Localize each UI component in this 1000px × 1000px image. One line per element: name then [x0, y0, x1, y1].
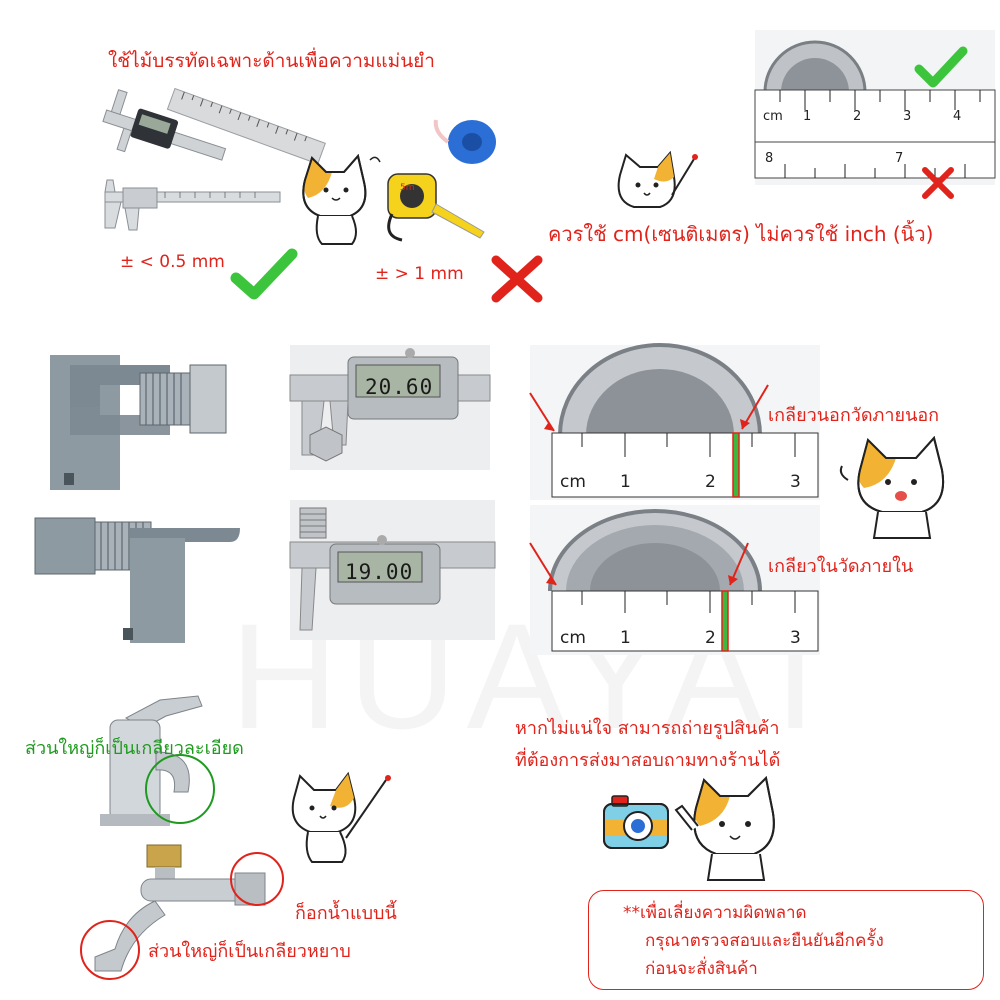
caliper-inner-reading: 19.00 [345, 560, 414, 584]
check-icon [230, 248, 298, 300]
inner-ruler-cm-label: cm [560, 628, 586, 648]
cat-mascot-icon [302, 153, 381, 245]
faucet-icon [94, 844, 266, 972]
coarse-thread-highlight-inlet [230, 852, 284, 906]
tape-measure-icon: 5m [387, 173, 485, 242]
caliper-outer-photo [289, 345, 491, 470]
outer-ring-ruler-photo: cm 1 2 3 [529, 343, 820, 500]
inner-thread-label: เกลียวในวัดภายใน [768, 556, 914, 577]
inner-thread-diagram [34, 517, 240, 643]
photo-help-line1: หากไม่แน่ใจ สามารถถ่ายรูปสินค้า [515, 718, 780, 739]
precision-heading: ใช้ไม้บรรทัดเฉพาะด้านเพื่อความแม่นยำ [108, 50, 435, 72]
outer-thread-label: เกลียวนอกวัดภายนอก [768, 405, 940, 426]
unit-ruler-tick-2: 2 [853, 109, 861, 124]
faucet-type-label: ก็อกน้ำแบบนี้ [295, 903, 397, 924]
check-icon [914, 46, 968, 88]
vernier-caliper-icon [104, 179, 281, 231]
digital-caliper-icon [102, 89, 227, 161]
caliper-outer-reading: 20.60 [365, 375, 434, 399]
fine-thread-highlight [145, 754, 215, 824]
soft-tape-icon [433, 119, 496, 164]
inch-ruler-tick: 7 [895, 151, 903, 166]
cross-icon [922, 167, 954, 199]
inch-ruler-label: 8 [765, 151, 773, 166]
inner-ruler-tick-2: 2 [705, 628, 716, 648]
tolerance-bad-text: ± > 1 mm [375, 264, 464, 284]
outer-thread-diagram [50, 355, 227, 490]
unit-ruler-tick-1: 1 [803, 109, 811, 124]
caliper-inner-photo [289, 500, 496, 640]
notice-box: **เพื่อเลี่ยงความผิดพลาด กรุณาตรวจสอบและ… [588, 890, 984, 990]
outer-ruler-tick-1: 1 [620, 472, 631, 492]
cat-mascot-icon [617, 150, 698, 208]
inner-ruler-tick-3: 3 [790, 628, 801, 648]
unit-ruler-tick-4: 4 [953, 109, 961, 124]
cat-mascot-icon [839, 435, 944, 539]
unit-ruler-cm-label: cm [763, 109, 783, 124]
outer-ruler-cm-label: cm [560, 472, 586, 492]
steel-ruler-icon [166, 87, 326, 165]
coarse-thread-highlight-spout [80, 920, 140, 980]
photo-help-line2: ที่ต้องการส่งมาสอบถามทางร้านได้ [515, 750, 781, 771]
cross-icon [491, 255, 543, 303]
cat-mascot-icon [291, 771, 391, 863]
outer-ruler-tick-2: 2 [705, 472, 716, 492]
notice-line-3: ก่อนจะสั่งสินค้า [645, 959, 758, 979]
tape-label: 5m [400, 183, 415, 193]
camera-icon [603, 795, 669, 849]
cat-mascot-icon [674, 775, 775, 881]
coarse-thread-label: ส่วนใหญ่ก็เป็นเกลียวหยาบ [148, 941, 351, 962]
faucet-icon [100, 695, 203, 826]
notice-line-1: **เพื่อเลี่ยงความผิดพลาด [623, 903, 807, 923]
outer-ruler-tick-3: 3 [790, 472, 801, 492]
tolerance-good-text: ± < 0.5 mm [120, 252, 225, 272]
unit-note-text: ควรใช้ cm(เซนติเมตร) ไม่ควรใช้ inch (นิ้… [548, 222, 934, 246]
fine-thread-label: ส่วนใหญ่ก็เป็นเกลียวละเอียด [25, 738, 244, 759]
unit-ruler-tick-3: 3 [903, 109, 911, 124]
notice-line-2: กรุณาตรวจสอบและยืนยันอีกครั้ง [645, 931, 884, 951]
inner-ring-ruler-photo: cm 1 2 3 [529, 505, 820, 655]
inner-ruler-tick-1: 1 [620, 628, 631, 648]
